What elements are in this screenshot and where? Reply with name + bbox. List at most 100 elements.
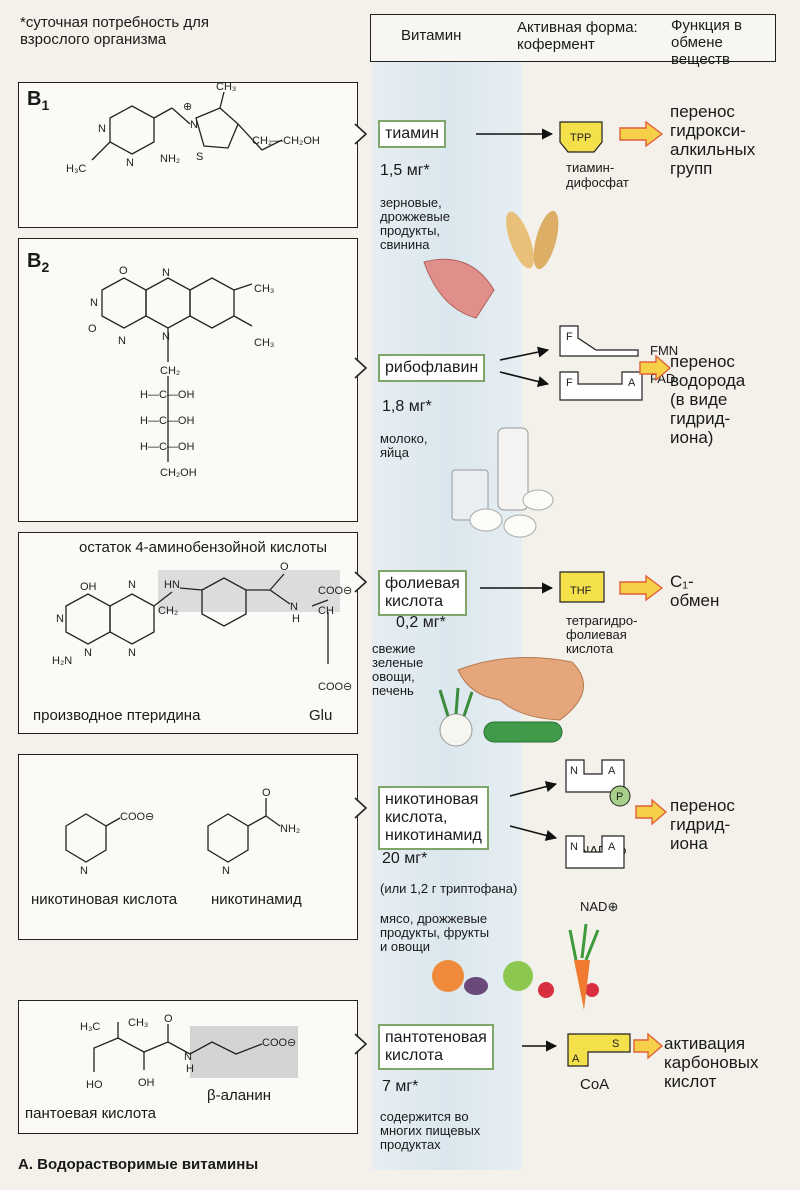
svg-text:CH: CH (318, 605, 334, 617)
apple-icon (503, 961, 533, 991)
svg-text:O: O (119, 265, 128, 277)
svg-text:H: H (292, 613, 300, 625)
svg-text:H—C—OH: H—C—OH (140, 415, 194, 427)
function-folic-acid: C₁- обмен (670, 572, 720, 610)
radish-icon (439, 713, 473, 747)
coenzyme-name-tpp: тиамин- дифосфат (566, 160, 629, 190)
svg-text:N: N (290, 601, 298, 613)
vitamin-thiamine: тиамин (378, 120, 446, 148)
vitamin-niacin: никотиновая кислота, никотинамид (378, 786, 489, 850)
svg-text:N: N (222, 865, 230, 877)
coenzyme-nad-label: NAD⊕ (580, 899, 619, 914)
svg-text:CH₃: CH₃ (216, 81, 236, 93)
svg-text:THF: THF (570, 585, 592, 597)
svg-text:N: N (56, 613, 64, 625)
conversion-arrows (476, 128, 558, 1052)
para-aminobenzoic-label: остаток 4-аминобензойной кислоты (79, 539, 328, 556)
svg-text:H—C—OH: H—C—OH (140, 441, 194, 453)
svg-text:CH₃: CH₃ (254, 283, 274, 295)
structure-box-b1: B1 (18, 82, 358, 228)
thiamine-structure (91, 91, 283, 161)
b2-label: B2 (27, 250, 50, 275)
coenzyme-shapes: TPP F F A THF N A P N A A S (559, 121, 643, 1067)
svg-text:COO⊖: COO⊖ (318, 585, 352, 597)
structure-box-b2: B2 (18, 238, 358, 522)
svg-text:N: N (190, 119, 198, 131)
svg-text:HN: HN (164, 579, 180, 591)
function-riboflavin: перенос водорода (в виде гидрид- иона) (670, 352, 746, 447)
svg-text:H: H (186, 1063, 194, 1075)
food-illustrations (423, 210, 600, 1010)
svg-text:NH₂: NH₂ (280, 823, 300, 835)
folate-structure: OH N N H₂N N N HN CH₂ O N H COO⊖ CH COO⊖ (52, 561, 352, 693)
structure-box-niacin: никотиновая кислота никотинамид (18, 754, 358, 940)
orange-icon (432, 960, 464, 992)
function-arrows (619, 120, 672, 1060)
svg-text:N: N (84, 647, 92, 659)
structure-box-folate: остаток 4-аминобензойной кислоты произво… (18, 532, 358, 734)
vitamin-folic-acid: фолиевая кислота (378, 570, 467, 616)
svg-text:N: N (118, 335, 126, 347)
svg-text:CH₃: CH₃ (128, 1017, 148, 1029)
svg-text:HO: HO (86, 1079, 103, 1091)
svg-text:O: O (280, 561, 289, 573)
svg-text:NH₂: NH₂ (160, 153, 180, 165)
vitamin-pantothenic-acid: пантотеновая кислота (378, 1024, 494, 1070)
nicotinamide-label: никотинамид (211, 891, 302, 908)
svg-text:O: O (262, 787, 271, 799)
beta-alanine-label: β-аланин (207, 1087, 272, 1104)
svg-text:CH₂OH: CH₂OH (160, 467, 197, 479)
svg-text:CH₂: CH₂ (158, 605, 178, 617)
svg-text:CH₂: CH₂ (160, 365, 180, 377)
egg-icon (469, 508, 503, 532)
svg-text:F: F (566, 377, 573, 389)
b1-label: B1 (27, 88, 50, 113)
svg-text:⊕: ⊕ (183, 101, 192, 113)
svg-text:N: N (162, 331, 170, 343)
plum-icon (464, 977, 488, 995)
thiamine-labels: H₃C N NH₂ N S CH₃ CH₂—CH₂OH ⊕ N (66, 81, 320, 175)
sources-thiamine: зерновые, дрожжевые продукты, свинина (380, 195, 451, 252)
svg-text:N: N (90, 297, 98, 309)
niacin-labels: COO⊖ N O NH₂ N (80, 787, 300, 877)
svg-text:COO⊖: COO⊖ (262, 1037, 296, 1049)
riboflavin-labels: O N O N N N CH₃ CH₃ CH₂ H—C—OH H—C—OH H—… (88, 265, 274, 479)
svg-text:A: A (608, 841, 616, 853)
coenzyme-coa-label: CoA (580, 1076, 610, 1093)
svg-text:N: N (128, 579, 136, 591)
dose-niacin: 20 мг* (382, 850, 428, 867)
pteridine-label: производное птеридина (33, 707, 201, 724)
vitamin-riboflavin: рибофлавин (378, 354, 486, 382)
structure-box-pantothenic: пантоевая кислота β-аланин (18, 1000, 358, 1134)
function-thiamine: перенос гидрокси- алкильных групп (670, 102, 756, 178)
header-function: Функция в обмене веществ (671, 17, 742, 68)
liver-icon (457, 657, 584, 721)
svg-text:F: F (566, 331, 573, 343)
nicotinic-acid-label: никотиновая кислота (31, 891, 178, 908)
glu-label: Glu (309, 707, 333, 724)
carrot-icon (574, 960, 590, 1010)
cherry-icon (538, 982, 554, 998)
callout-pointers (354, 123, 368, 1055)
sources-pantothenic: содержится во многих пищевых продуктах (380, 1109, 481, 1152)
svg-text:P: P (616, 791, 623, 803)
header-active-form: Активная форма: кофермент (517, 19, 638, 53)
svg-text:TPP: TPP (570, 132, 591, 144)
wheat-icon (506, 211, 534, 269)
sources-folic-acid: свежие зеленые овощи, печень (372, 641, 424, 698)
svg-text:N: N (570, 841, 578, 853)
svg-text:COO⊖: COO⊖ (318, 681, 352, 693)
coenzyme-name-thf: тетрагидро- фолиевая кислота (566, 613, 638, 656)
svg-text:CH₂—CH₂OH: CH₂—CH₂OH (252, 135, 320, 147)
svg-text:H₃C: H₃C (80, 1021, 100, 1033)
svg-text:S: S (612, 1038, 619, 1050)
svg-text:O: O (88, 323, 97, 335)
svg-text:COO⊖: COO⊖ (120, 811, 154, 823)
header-vitamin: Витамин (401, 27, 462, 44)
svg-text:A: A (628, 377, 636, 389)
coenzyme-fmn-label: FMN (650, 343, 679, 358)
svg-text:O: O (164, 1013, 173, 1025)
pantothenic-structure: H₃C CH₃ O HO OH N H COO⊖ (80, 1013, 298, 1091)
svg-text:N: N (128, 647, 136, 659)
